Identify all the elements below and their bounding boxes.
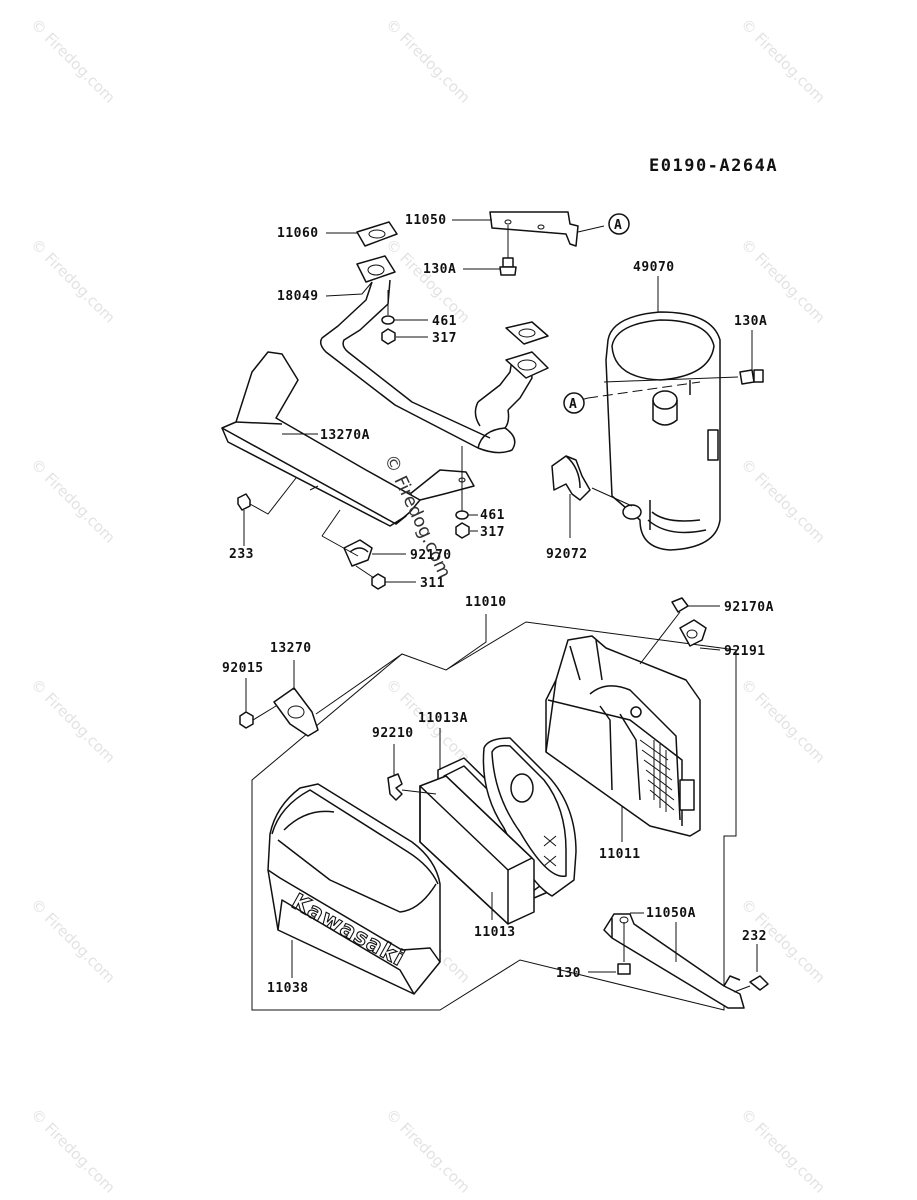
watermark: © Firedog.com [27,15,119,107]
label-11010: 11010 [465,595,507,610]
air-cleaner-assembly: Kawasaki [239,597,769,1011]
label-49070: 49070 [633,260,675,275]
label-92170a: 92170A [724,600,774,615]
label-317-mid: 317 [480,525,505,540]
muffler-49070 [605,311,721,551]
label-233: 233 [229,547,254,562]
flat-filter-11013 [419,775,535,925]
bolt-232 [733,944,769,993]
clamp-92170 [321,509,373,567]
heat-shield-13270a [221,351,475,527]
label-130a-top: 130A [423,262,456,277]
exhaust-pipe-18049 [319,255,549,454]
label-13270a: 13270A [320,428,370,443]
label-130a-right: 130A [734,314,767,329]
label-11013: 11013 [474,925,516,940]
watermark: © Firedog.com [27,675,119,767]
watermark: © Firedog.com [737,675,829,767]
filter-element-11013 [482,737,577,897]
watermark: © Firedog.com [27,1105,119,1197]
label-461-top: 461 [432,314,457,329]
label-92191: 92191 [724,644,766,659]
washer-461-top [381,290,395,325]
label-92072: 92072 [546,547,588,562]
label-13270: 13270 [270,641,312,656]
assembly-boundary [251,621,737,1011]
label-461-mid: 461 [480,508,505,523]
screw-92170a [639,597,720,665]
watermark: © Firedog.com [737,1105,829,1197]
label-18049: 18049 [277,289,319,304]
watermark: © Firedog.com [737,15,829,107]
bracket-92191 [679,619,721,651]
watermark: © Firedog.com [27,455,119,547]
bolt-130a-right [603,369,764,385]
label-92170: 92170 [410,548,452,563]
nut-317-mid [455,522,470,539]
watermark: © Firedog.com [382,235,474,327]
air-cleaner-cover-11038: Kawasaki [267,783,441,995]
bolt-130a-top [499,225,517,276]
label-232: 232 [742,929,767,944]
label-11038: 11038 [267,981,309,996]
label-130: 130 [556,966,581,981]
label-92210: 92210 [372,726,414,741]
ref-marker-a-top: A [608,213,630,235]
diagram-code: E0190-A264A [649,156,778,176]
air-cleaner-base-11011 [545,635,701,842]
nut-92015 [239,678,277,729]
watermark: © Firedog.com [737,455,829,547]
muffler-ref-line [591,487,633,507]
bolt-130 [588,922,631,975]
nut-317-top [381,328,396,345]
nut-311 [355,565,386,590]
watermark: © Firedog.com [382,1105,474,1197]
watermark: © Firedog.com [382,15,474,107]
watermark: © Firedog.com [27,235,119,327]
label-317-top: 317 [432,331,457,346]
gasket-13270 [273,653,403,737]
label-311: 311 [420,576,445,591]
svg-text:A: A [614,218,622,233]
washer-461-mid [455,446,469,520]
ref-line-a [587,381,701,399]
clamp-92072 [551,455,591,538]
label-11013a: 11013A [418,711,468,726]
label-11050: 11050 [405,213,447,228]
watermark: © Firedog.com [27,895,119,987]
ref-marker-a-left: A [563,392,585,414]
clip-92210 [387,744,437,801]
bracket-11050a [603,913,745,1009]
label-11011: 11011 [599,847,641,862]
bolt-233 [237,477,297,515]
watermark: © Firedog.com [737,235,829,327]
svg-text:A: A [569,397,577,412]
label-92015: 92015 [222,661,264,676]
part-labels: 11060 11050 130A 49070 18049 461 317 130… [222,213,774,996]
label-11060: 11060 [277,226,319,241]
gasket-11060 [356,221,398,247]
label-11050a: 11050A [646,906,696,921]
bracket-11050 [489,211,605,247]
